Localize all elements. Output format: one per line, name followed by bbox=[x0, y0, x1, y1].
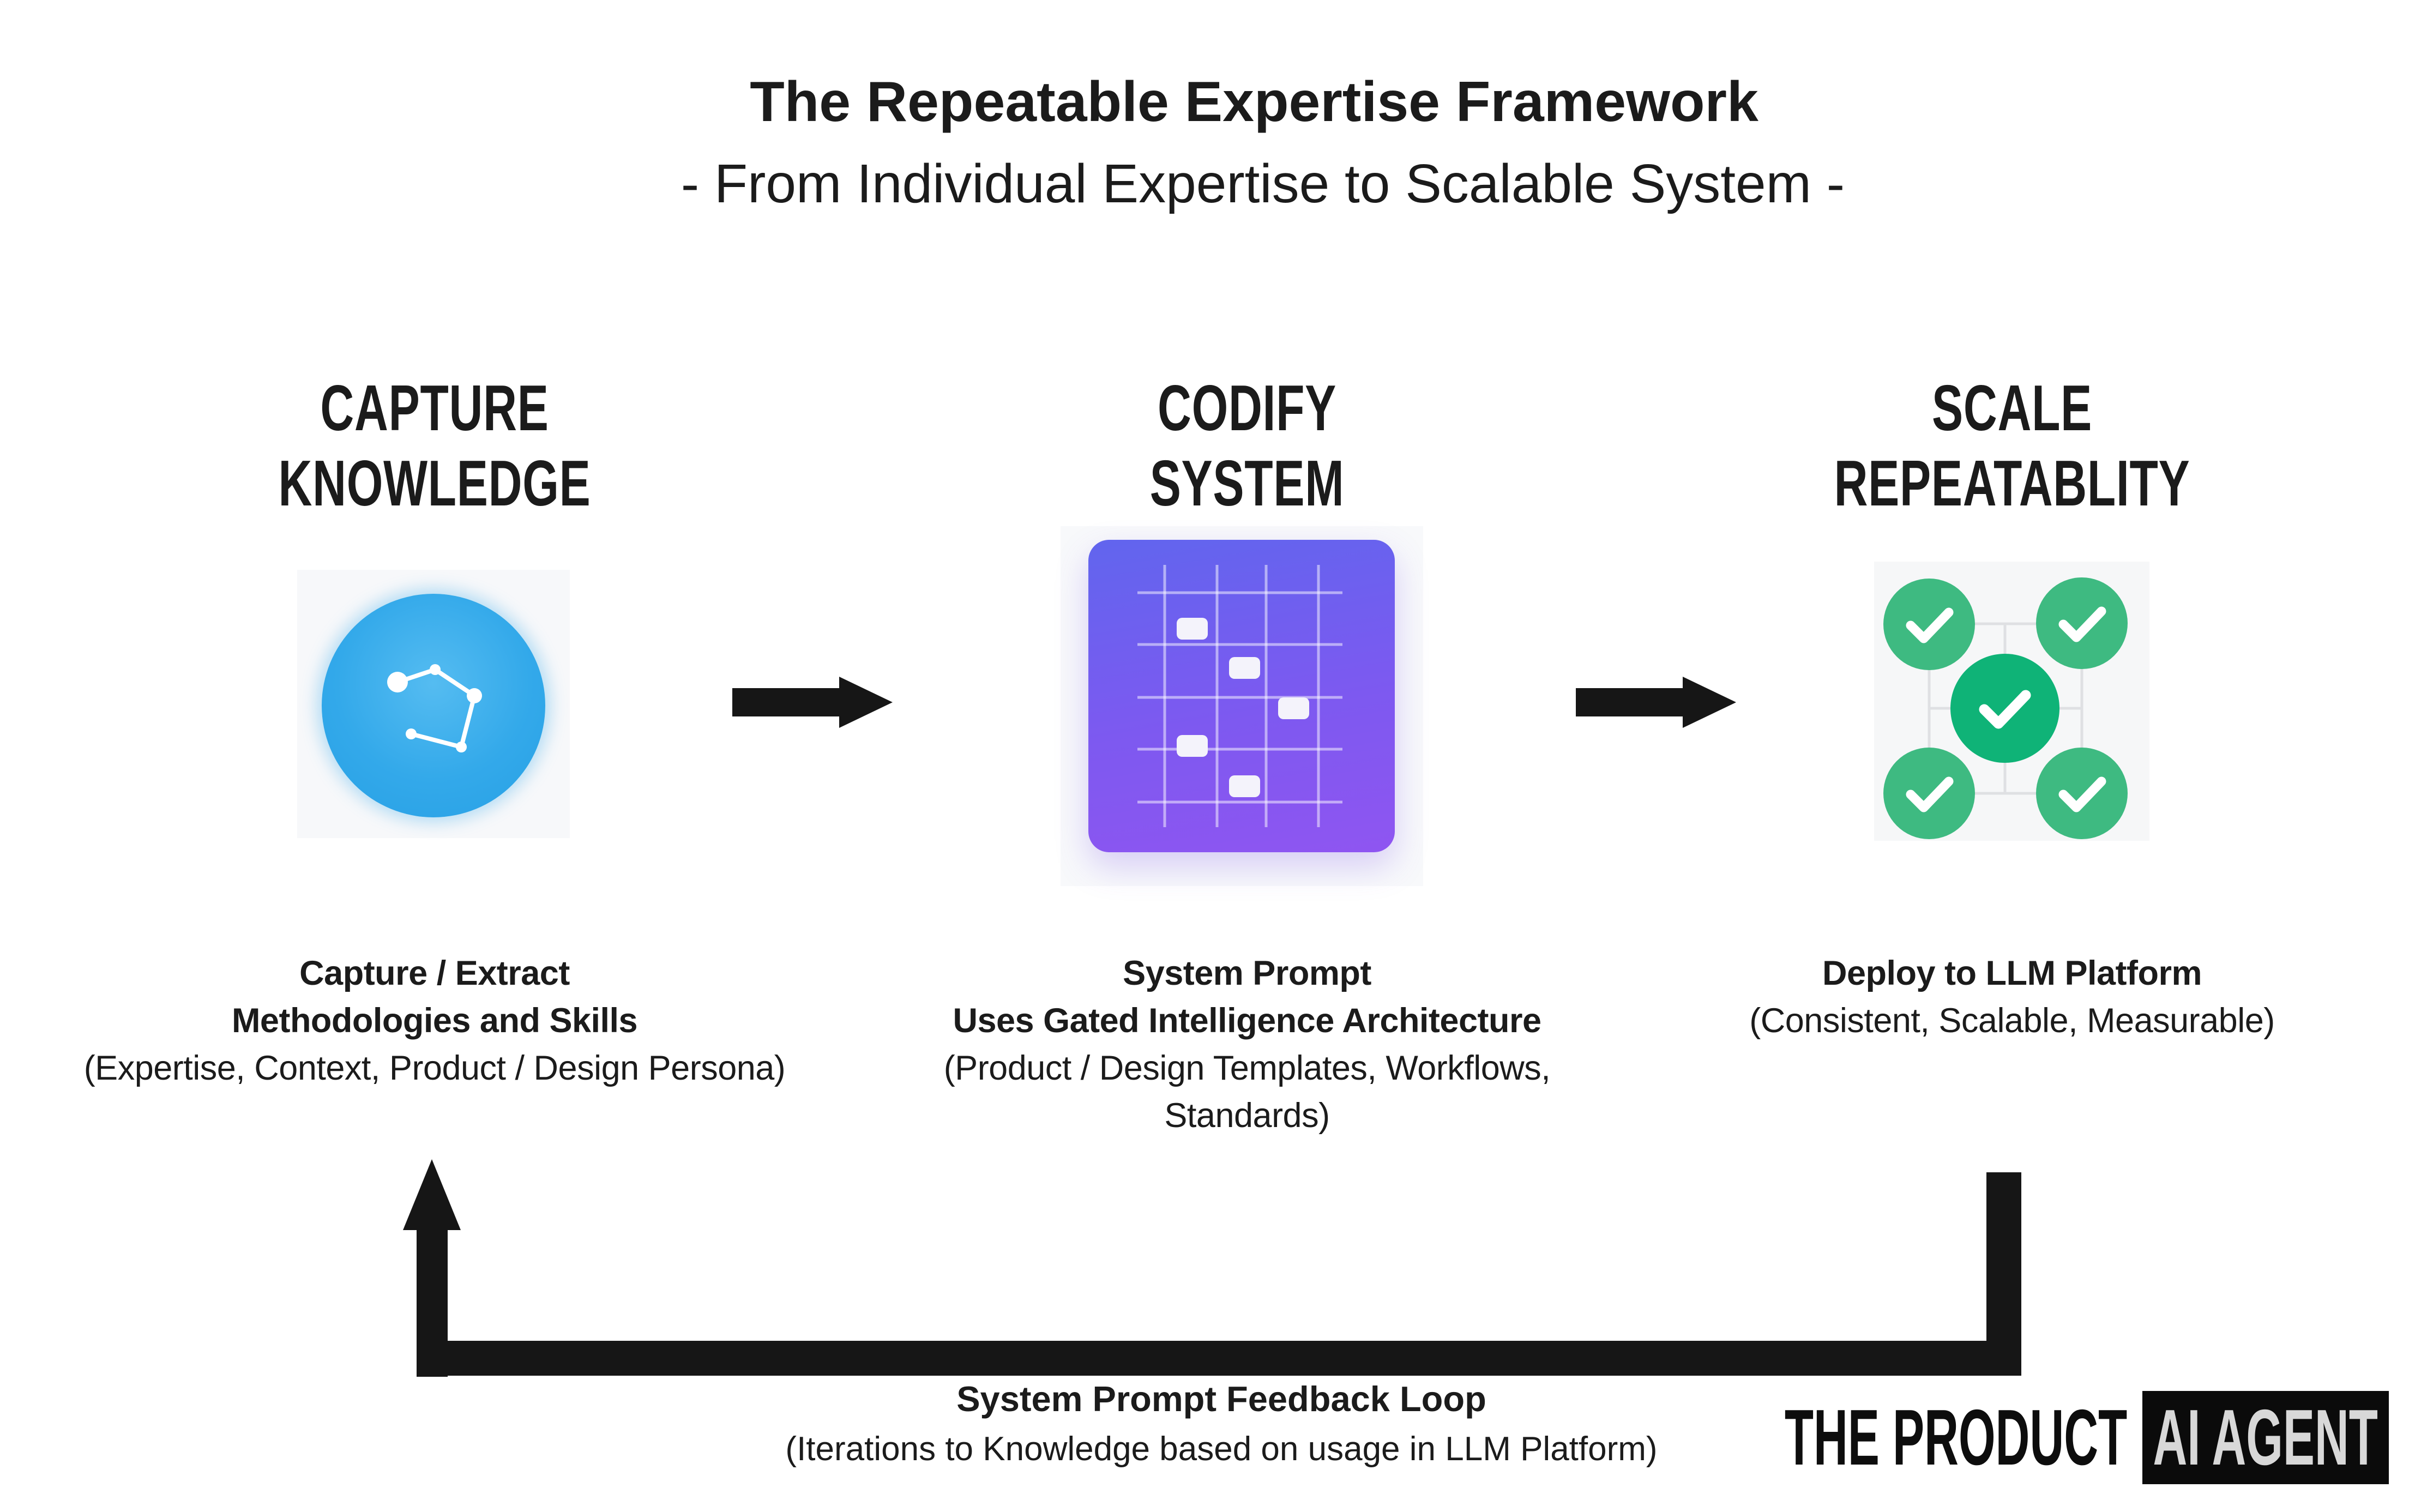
feedback-loop-arrow-bottom-segment bbox=[417, 1341, 2021, 1376]
stage-heading-scale-repeatablity: SCALE REPEATABLITY bbox=[1630, 371, 2394, 521]
arrow-right-icon bbox=[1576, 677, 1736, 728]
stage-heading-line: CAPTURE bbox=[320, 372, 549, 444]
description-line: (Consistent, Scalable, Measurable) bbox=[1749, 1002, 2275, 1040]
page-title: The Repeatable Expertise Framework bbox=[750, 70, 1758, 134]
description-line: System Prompt bbox=[1123, 954, 1371, 992]
network-sphere-icon bbox=[322, 594, 545, 817]
stage-heading-line: KNOWLEDGE bbox=[278, 447, 591, 520]
codify-description: System Prompt Uses Gated Intelligence Ar… bbox=[865, 950, 1629, 1140]
description-line: Deploy to LLM Platform bbox=[1822, 954, 2202, 992]
stage-heading-codify-system: CODIFY SYSTEM bbox=[865, 371, 1629, 521]
description-line: (Product / Design Templates, Workflows, … bbox=[943, 1049, 1551, 1135]
stage-heading-line: SYSTEM bbox=[1149, 447, 1345, 520]
feedback-loop-arrow-right-segment bbox=[1986, 1172, 2021, 1376]
arrow-right-icon bbox=[732, 677, 893, 728]
check-network-icon bbox=[1874, 562, 2149, 841]
feedback-loop-title: System Prompt Feedback Loop bbox=[956, 1379, 1486, 1419]
feedback-loop-subtitle: (Iterations to Knowledge based on usage … bbox=[785, 1430, 1658, 1468]
brand-logo-text: THE PRODUCT bbox=[1784, 1393, 2127, 1481]
stage-heading-line: CODIFY bbox=[1157, 372, 1337, 444]
description-line: Capture / Extract bbox=[299, 954, 570, 992]
grid-gantt-icon bbox=[1088, 540, 1395, 852]
brand-logo-badge-text: AI AGENT bbox=[2153, 1393, 2378, 1481]
description-line: Uses Gated Intelligence Architecture bbox=[953, 1002, 1541, 1040]
description-line: (Expertise, Context, Product / Design Pe… bbox=[83, 1049, 786, 1087]
stage-heading-line: REPEATABLITY bbox=[1834, 447, 2190, 520]
brand-logo-badge: AI AGENT bbox=[2142, 1391, 2389, 1484]
stage-heading-capture-knowledge: CAPTURE KNOWLEDGE bbox=[53, 371, 816, 521]
capture-description: Capture / Extract Methodologies and Skil… bbox=[53, 950, 816, 1092]
feedback-loop-label: System Prompt Feedback Loop (Iterations … bbox=[676, 1374, 1767, 1474]
scale-description: Deploy to LLM Platform (Consistent, Scal… bbox=[1630, 950, 2394, 1045]
page-subtitle: - From Individual Expertise to Scalable … bbox=[680, 153, 1845, 214]
description-line: Methodologies and Skills bbox=[231, 1002, 638, 1040]
stage-heading-line: SCALE bbox=[1932, 372, 2092, 444]
feedback-loop-arrowhead-icon bbox=[403, 1159, 461, 1230]
